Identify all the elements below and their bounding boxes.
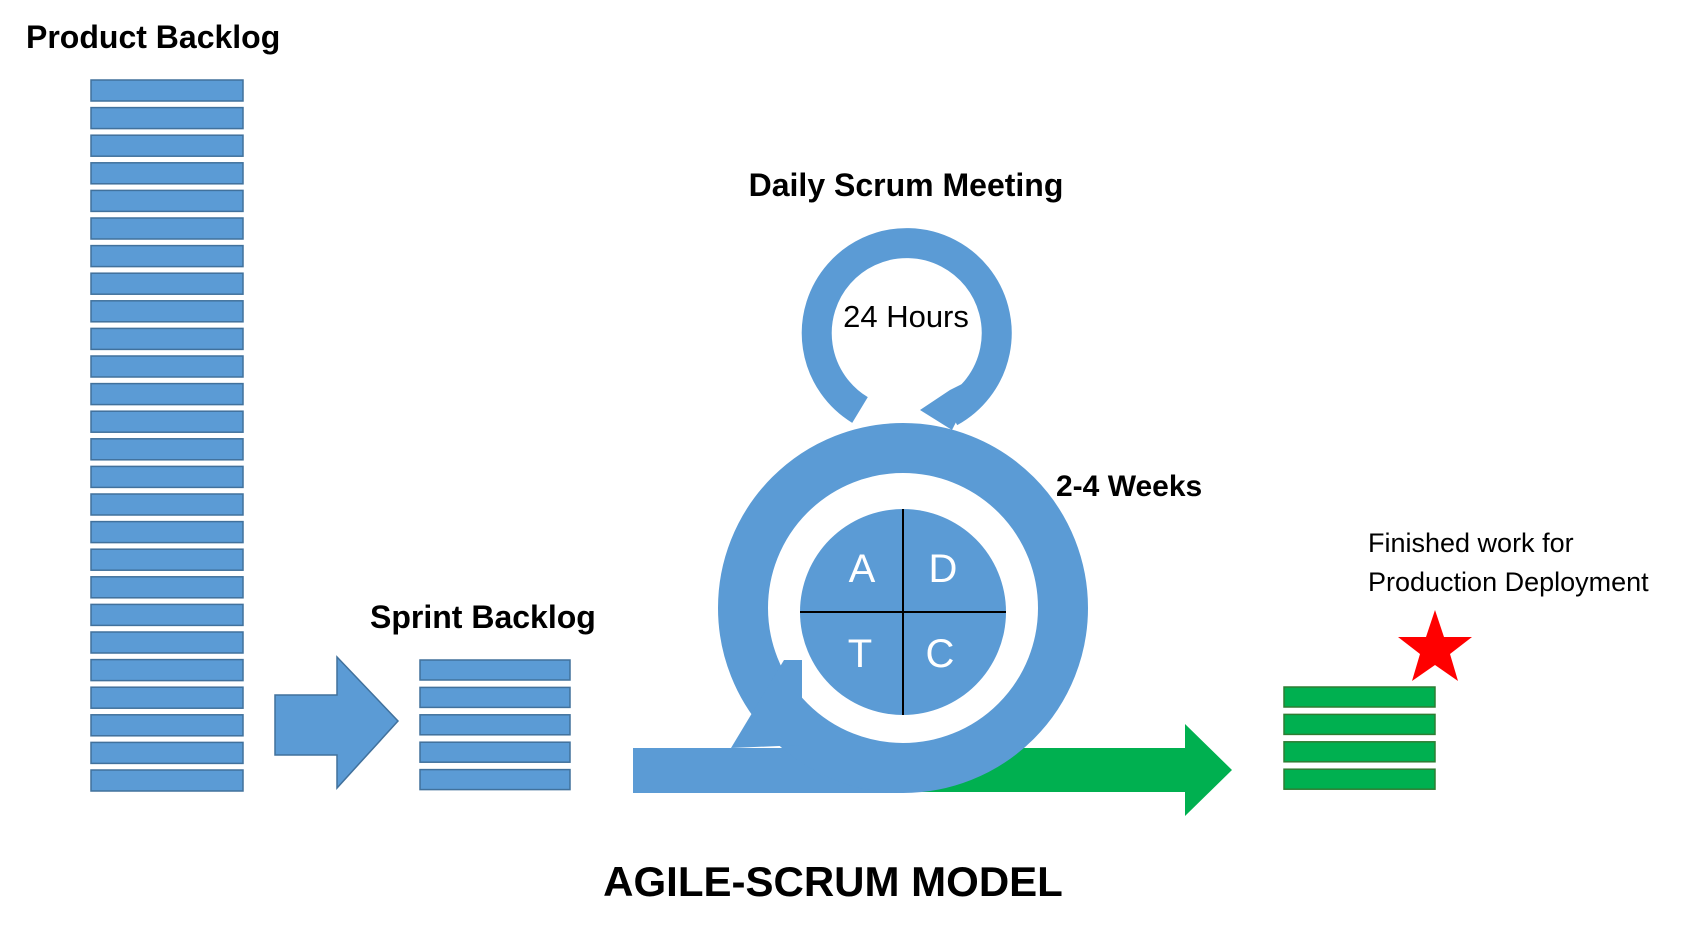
backlog-to-sprint-arrow [274,655,400,790]
product-backlog-item [90,658,244,682]
product-backlog-item [90,382,244,406]
hours-label: 24 Hours [843,299,969,334]
product-backlog-item [90,79,244,102]
quadrant-c-label: C [926,632,955,676]
product-backlog-item [90,300,244,323]
sprint-cycle-arrow [633,423,1088,793]
quadrant-t-label: T [848,632,872,676]
adtc-circle [800,509,1006,715]
sprint-backlog-item [419,686,571,709]
product-backlog-item [90,272,244,295]
daily-cycle-arrow [801,228,1012,430]
product-backlog-item [90,686,244,709]
product-backlog-item [90,189,244,213]
product-backlog-item [90,134,244,157]
finished-work-item [1283,713,1436,736]
product-backlog-item [90,355,244,378]
product-backlog-item [90,548,244,571]
delivery-arrow [870,724,1232,816]
product-backlog-item [90,438,244,461]
quadrant-d-label: D [929,547,958,591]
finished-work-item [1283,741,1436,763]
finished-label-line1: Finished work for [1368,528,1574,558]
weeks-label: 2-4 Weeks [1056,470,1202,503]
sprint-backlog-item [419,714,571,736]
product-backlog-item [90,217,244,240]
product-backlog-item [90,714,244,737]
product-backlog-stack [90,79,244,792]
product-backlog-item [90,244,244,268]
sprint-backlog-item [419,659,571,681]
sprint-backlog-label: Sprint Backlog [370,599,596,635]
model-title: AGILE-SCRUM MODEL [603,858,1063,905]
product-backlog-item [90,162,244,185]
sprint-backlog-item [419,741,571,763]
finished-work-item [1283,686,1436,708]
product-backlog-item [90,576,244,599]
quadrant-a-label: A [849,547,876,591]
daily-scrum-label: Daily Scrum Meeting [749,167,1064,203]
product-backlog-item [90,603,244,627]
product-backlog-label: Product Backlog [26,19,280,55]
product-backlog-item [90,493,244,516]
product-backlog-item [90,520,244,544]
product-backlog-item [90,465,244,489]
red-star-icon [1398,610,1472,681]
sprint-backlog-stack [419,659,571,791]
product-backlog-item [90,631,244,654]
product-backlog-item [90,741,244,765]
sprint-backlog-item [419,768,571,791]
product-backlog-item [90,327,244,351]
finished-work-item [1283,768,1436,790]
product-backlog-item [90,410,244,433]
product-backlog-item [90,769,244,792]
finished-label-line2: Production Deployment [1368,567,1649,597]
product-backlog-item [90,106,244,130]
finished-work-stack [1283,686,1436,790]
